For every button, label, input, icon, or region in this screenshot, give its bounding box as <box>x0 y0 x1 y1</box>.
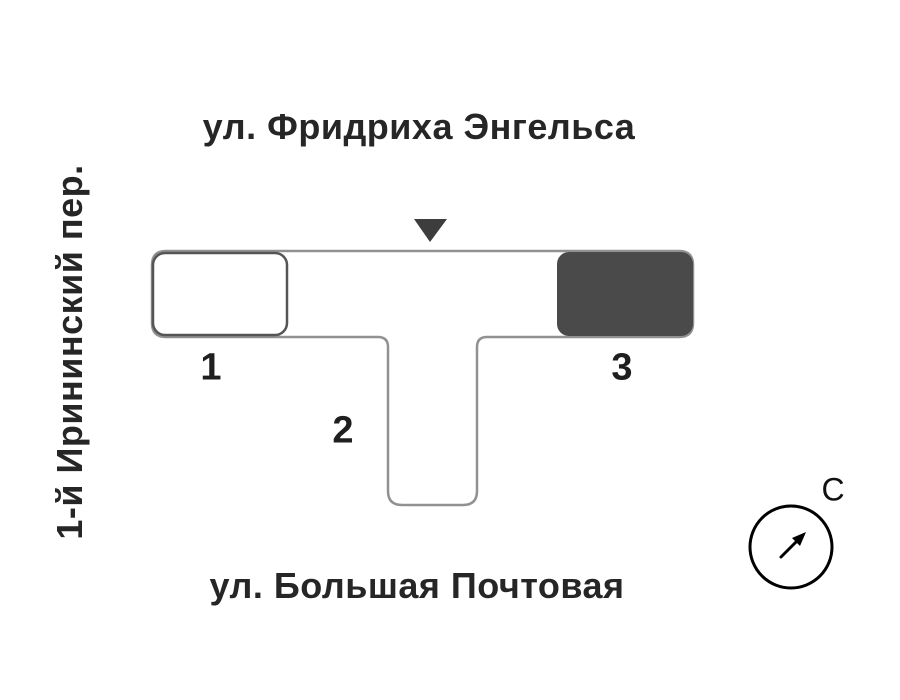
compass-needle-tail <box>779 540 798 559</box>
section-2-shape[interactable] <box>390 339 475 503</box>
compass <box>748 504 834 590</box>
section-3-label: 3 <box>611 346 633 389</box>
compass-north-label: С <box>821 471 845 508</box>
section-2-label: 2 <box>332 409 354 452</box>
compass-needle-icon <box>792 532 806 546</box>
section-1-shape[interactable] <box>151 251 289 337</box>
pointer-marker-icon <box>414 219 447 242</box>
street-label-bottom: ул. Большая Почтовая <box>209 565 625 606</box>
street-label-top: ул. Фридриха Энгельса <box>202 106 636 147</box>
street-label-left: 1-й Ирининский пер. <box>49 164 90 540</box>
section-1-label: 1 <box>200 346 222 389</box>
section-3-shape[interactable] <box>557 252 693 336</box>
